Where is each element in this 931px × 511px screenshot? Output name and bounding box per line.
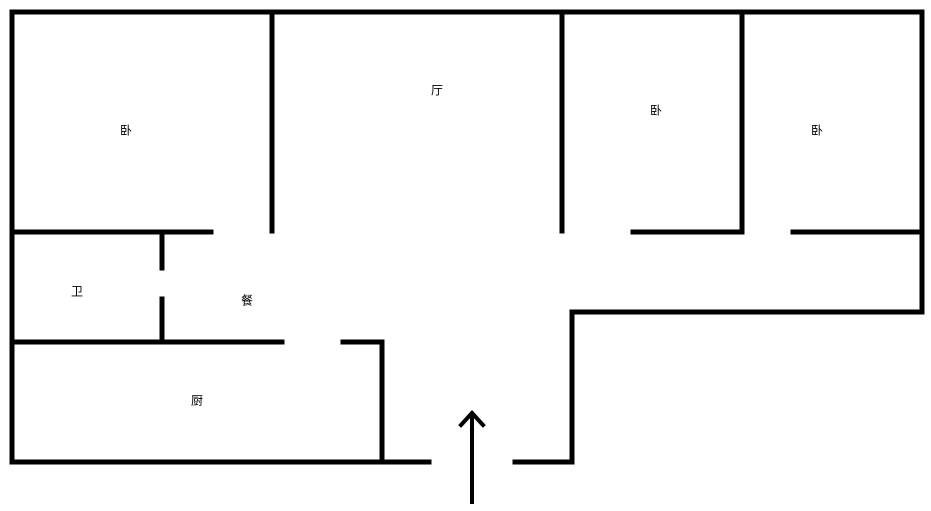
room-label-bedroom-3: 卧 [810,123,824,138]
room-label-bedroom-2: 卧 [649,103,663,118]
arrow-up-icon [458,410,486,504]
room-label-bathroom: 卫 [70,284,84,299]
room-label-dining-room: 餐 [240,293,254,308]
room-label-living-room: 厅 [430,83,444,98]
room-label-kitchen: 厨 [190,393,204,408]
room-label-bedroom-1: 卧 [119,123,133,138]
